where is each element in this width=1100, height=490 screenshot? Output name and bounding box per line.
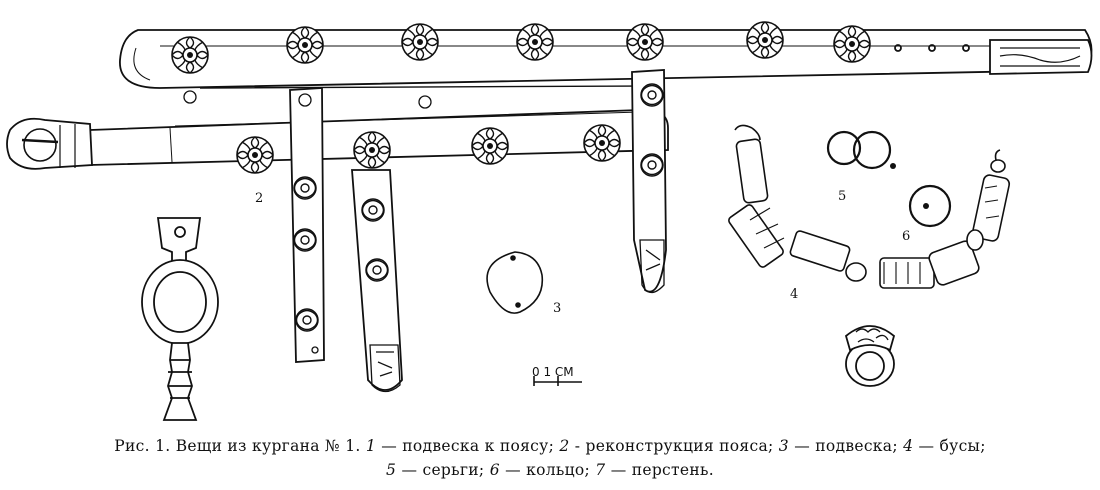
caption-text-7: — перстень. (610, 461, 714, 479)
caption-num-2: 2 (559, 437, 570, 455)
caption-text-2: - реконструкция пояса; (574, 437, 774, 455)
label-belt: 2 (255, 191, 263, 206)
ring (908, 184, 952, 228)
caption-num-3: 3 (778, 437, 789, 455)
caption-text-3: — подвеска; (794, 437, 898, 455)
caption-num-1: 1 (365, 437, 377, 455)
caption-num-5: 5 (386, 461, 397, 479)
signet-ring (844, 325, 896, 387)
caption-text-6: — кольцо; (505, 461, 591, 479)
caption-num-7: 7 (595, 461, 606, 479)
figure-caption: Рис. 1. Вещи из кургана № 1. 1 — подвеск… (0, 434, 1100, 482)
pendant (486, 251, 544, 314)
label-ring: 6 (902, 229, 910, 244)
caption-num-4: 4 (903, 437, 914, 455)
caption-text-1: — подвеска к поясу; (381, 437, 555, 455)
archaeological-finds-drawing: 2 3 0 1 СМ 4 (6, 21, 1093, 421)
earrings (826, 130, 896, 170)
label-earrings: 5 (838, 189, 846, 204)
label-pendant: 3 (553, 301, 561, 316)
scale-label: 0 1 СМ (532, 365, 574, 379)
caption-prefix: Рис. 1. Вещи из кургана № 1. (114, 437, 361, 455)
label-beads: 4 (790, 287, 798, 302)
caption-text-5: — серьги; (401, 461, 485, 479)
belt-pendant (141, 217, 219, 421)
bead-necklace (728, 124, 1011, 289)
caption-text-4: — бусы; (918, 437, 986, 455)
scale-bar (533, 376, 582, 386)
caption-num-6: 6 (489, 461, 500, 479)
